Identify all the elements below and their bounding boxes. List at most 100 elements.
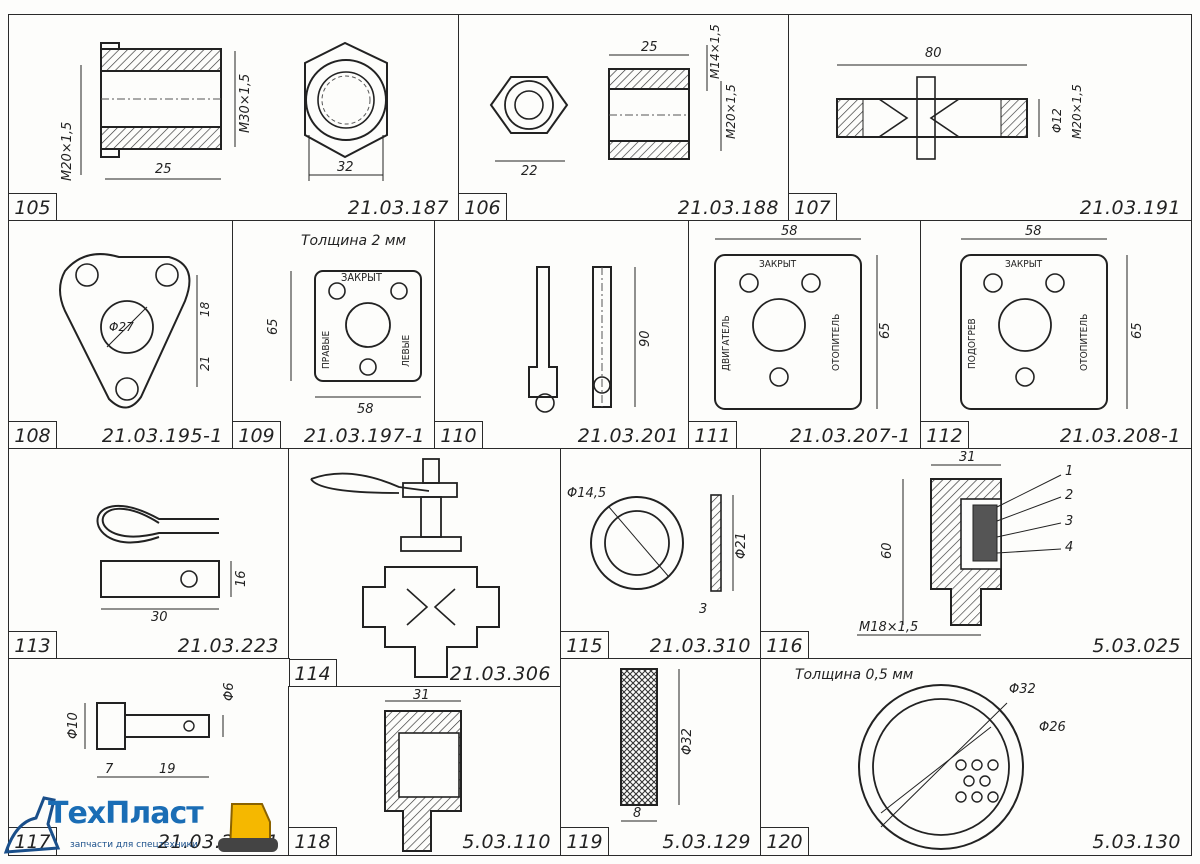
part-118-dims: 31 [413, 688, 430, 703]
callout-3: 3 [1065, 514, 1073, 529]
dim-18: 18 [198, 301, 212, 317]
label-dvigatel: ДВИГАТЕЛЬ [721, 315, 732, 371]
part-code: 21.03.197-1 [303, 425, 425, 447]
label-pravye: ПРАВЫЕ [321, 331, 332, 369]
dim-65: 65 [1130, 322, 1145, 339]
part-113-cell: 16 30 113 21.03.223 [8, 448, 290, 660]
part-number: 109 [233, 421, 281, 449]
excavator-icon [3, 796, 278, 854]
part-number: 105 [9, 193, 57, 221]
dim-7: 7 [105, 762, 114, 777]
part-116-cell: 31 60 M18×1,5 1 2 3 4 116 5.03.025 [760, 448, 1192, 660]
logo-name: ТехПласт [48, 796, 204, 831]
dim-3: 3 [699, 602, 707, 617]
part-112-dims: 58 ЗАКРЫТ ПОДОГРЕВ ОТОПИТЕЛЬ 65 [967, 224, 1145, 371]
label-otopitel: ОТОПИТЕЛЬ [1079, 314, 1090, 371]
part-code: 5.03.025 [1092, 635, 1181, 657]
dim-25: 25 [641, 40, 658, 55]
part-115-dims: Φ14,5 Φ21 3 [567, 486, 749, 617]
dim-d26: Φ26 [1039, 720, 1066, 735]
part-number: 106 [459, 193, 507, 221]
part-106-dims: 25 M14×1,5 M20×1,5 22 [521, 24, 738, 179]
part-code: 21.03.306 [449, 663, 551, 685]
part-114-drawing [310, 458, 500, 678]
part-119-cell: Φ32 8 119 5.03.129 [560, 658, 762, 856]
part-112-drawing [960, 238, 1128, 410]
part-number: 115 [561, 631, 609, 659]
part-111-drawing [714, 238, 878, 410]
part-116-drawing [857, 464, 1062, 636]
callout-1: 1 [1065, 464, 1073, 479]
dim-d6: Φ6 [222, 682, 237, 701]
dim-21: 21 [198, 356, 212, 371]
dim-m20: M20×1,5 [724, 84, 738, 139]
part-114-cell: 114 21.03.306 [288, 448, 562, 688]
part-number: 116 [761, 631, 809, 659]
part-number: 111 [689, 421, 737, 449]
part-105-dims: M20×1,5 M30×1,5 25 32 [60, 74, 354, 181]
part-109-cell: Толщина 2 мм ЗАКРЫТ ПРАВЫЕ ЛЕВЫЕ 65 58 1… [232, 220, 436, 450]
part-110-dims: 90 [638, 330, 653, 347]
dim-58: 58 [781, 224, 798, 239]
part-code: 21.03.188 [677, 197, 779, 219]
dim-m20: M20×1,5 [60, 122, 75, 181]
part-number: 113 [9, 631, 57, 659]
label-podogrev: ПОДОГРЕВ [967, 318, 978, 369]
part-113-drawing [96, 505, 232, 610]
dim-58: 58 [357, 402, 374, 417]
dim-58: 58 [1025, 224, 1042, 239]
dim-m14: M14×1,5 [708, 24, 722, 79]
dim-d14-5: Φ14,5 [567, 486, 606, 501]
dim-80: 80 [925, 46, 942, 61]
part-number: 114 [289, 659, 337, 687]
part-107-drawing [836, 64, 1040, 160]
callout-2: 2 [1065, 488, 1073, 503]
brand-logo: ТехПласт запчасти для спецтехники [0, 788, 290, 864]
part-number: 110 [435, 421, 483, 449]
callout-4: 4 [1065, 540, 1073, 555]
thickness-note: Толщина 2 мм [301, 233, 406, 249]
dim-d10: Φ10 [66, 712, 81, 739]
dim-m18: M18×1,5 [859, 620, 918, 635]
part-115-drawing [590, 494, 734, 592]
part-code: 21.03.195-1 [101, 425, 223, 447]
label-zakryt: ЗАКРЫТ [341, 271, 383, 284]
label-zakryt: ЗАКРЫТ [759, 259, 797, 270]
dim-d32: Φ32 [680, 728, 695, 755]
part-108-dims: Φ27 18 21 [109, 301, 212, 371]
part-code: 21.03.201 [577, 425, 679, 447]
part-code: 21.03.191 [1079, 197, 1181, 219]
part-119-drawing [620, 668, 680, 822]
part-117-dims: Φ10 Φ6 7 19 [66, 682, 237, 777]
part-number: 112 [921, 421, 969, 449]
dim-90: 90 [638, 330, 653, 347]
part-107-dims: 80 Φ12 M20×1,5 [925, 46, 1084, 139]
dim-22: 22 [521, 164, 538, 179]
part-105-cell: M20×1,5 M30×1,5 25 32 105 21.03.187 [8, 14, 460, 222]
dim-m20: M20×1,5 [1070, 84, 1084, 139]
part-code: 21.03.208-1 [1059, 425, 1181, 447]
part-116-dims: 31 60 M18×1,5 1 2 3 4 [859, 450, 1073, 635]
part-112-cell: 58 ЗАКРЫТ ПОДОГРЕВ ОТОПИТЕЛЬ 65 112 21.0… [920, 220, 1192, 450]
label-otopitel: ОТОПИТЕЛЬ [831, 314, 842, 371]
dim-31: 31 [413, 688, 430, 703]
part-code: 21.03.310 [649, 635, 751, 657]
part-113-dims: 16 30 [151, 570, 249, 625]
part-117-drawing [84, 702, 224, 778]
part-number: 107 [789, 193, 837, 221]
part-number: 108 [9, 421, 57, 449]
part-109-dims: Толщина 2 мм ЗАКРЫТ ПРАВЫЕ ЛЕВЫЕ 65 58 [266, 233, 412, 417]
part-108-drawing [59, 253, 198, 409]
thickness-note: Толщина 0,5 мм [795, 667, 914, 683]
part-number: 118 [289, 827, 337, 855]
dim-65: 65 [878, 322, 893, 339]
part-code: 21.03.187 [347, 197, 449, 219]
label-levye: ЛЕВЫЕ [401, 334, 412, 367]
part-119-dims: Φ32 8 [633, 728, 695, 821]
part-111-dims: 58 ЗАКРЫТ ДВИГАТЕЛЬ ОТОПИТЕЛЬ 65 [721, 224, 893, 371]
part-110-drawing [528, 266, 636, 413]
part-code: 21.03.223 [177, 635, 279, 657]
part-110-cell: 90 110 21.03.201 [434, 220, 690, 450]
dim-d12: Φ12 [1050, 108, 1064, 133]
